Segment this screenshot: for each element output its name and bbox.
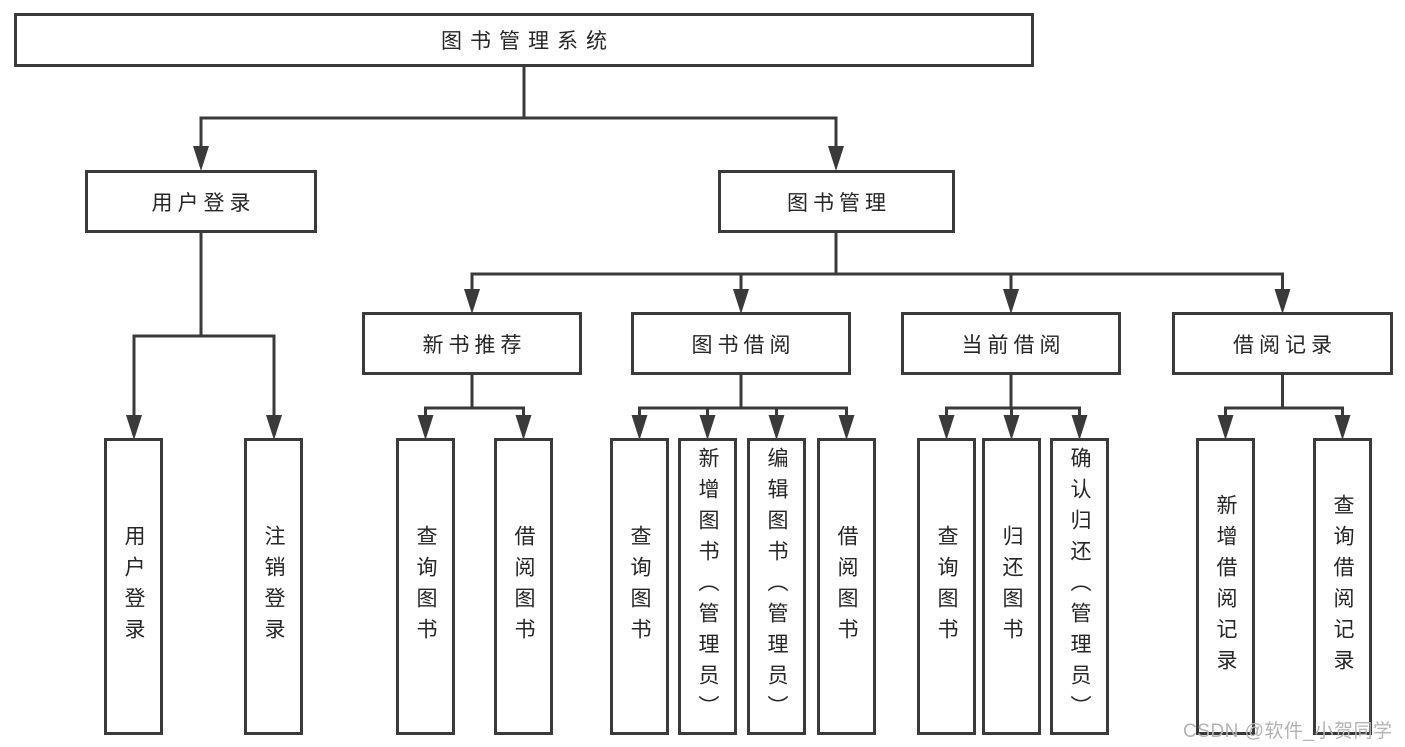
leaf-add-book-admin: 新增图书（管理员） (678, 438, 737, 735)
leaf-confirm-return-admin: 确认归还（管理员） (1050, 438, 1109, 735)
node-new-book-recommend-label: 新书推荐 (422, 333, 527, 357)
node-new-book-recommend: 新书推荐 (362, 312, 582, 375)
node-book-management-label: 图书管理 (787, 191, 891, 215)
leaf-return-books: 归还图书 (982, 438, 1041, 735)
leaf-add-borrow-record-label: 新增借阅记录 (1214, 493, 1237, 680)
leaf-borrow-books-label: 借阅图书 (835, 524, 858, 649)
node-current-borrow-label: 当前借阅 (961, 333, 1066, 357)
leaf-query-books-current-label: 查询图书 (935, 524, 958, 649)
leaf-query-borrow-record: 查询借阅记录 (1313, 438, 1372, 735)
leaf-query-books-recommend: 查询图书 (396, 438, 455, 735)
leaf-edit-book-admin-label: 编辑图书（管理员） (765, 447, 788, 726)
leaf-confirm-return-admin-label: 确认归还（管理员） (1068, 447, 1091, 726)
node-book-borrow-label: 图书借阅 (691, 333, 796, 357)
node-user-login: 用户登录 (85, 170, 317, 233)
leaf-query-borrow-record-label: 查询借阅记录 (1331, 493, 1354, 680)
node-current-borrow: 当前借阅 (901, 312, 1121, 375)
leaf-logout: 注销登录 (244, 438, 303, 735)
leaf-query-books-borrow: 查询图书 (610, 438, 669, 735)
leaf-add-book-admin-label: 新增图书（管理员） (696, 447, 719, 726)
leaf-query-books-current: 查询图书 (917, 438, 976, 735)
leaf-borrow-books: 借阅图书 (817, 438, 876, 735)
leaf-return-books-label: 归还图书 (1000, 524, 1023, 649)
leaf-add-borrow-record: 新增借阅记录 (1196, 438, 1255, 735)
leaf-borrow-books-recommend-label: 借阅图书 (512, 524, 535, 649)
node-book-borrow: 图书借阅 (631, 312, 851, 375)
leaf-user-login-label: 用户登录 (122, 524, 145, 649)
leaf-user-login: 用户登录 (104, 438, 163, 735)
watermark: CSDN @软件_小贺同学 (1183, 721, 1393, 742)
node-root-label: 图书管理系统 (441, 30, 615, 53)
node-borrow-records-label: 借阅记录 (1233, 333, 1337, 357)
node-user-login-label: 用户登录 (151, 191, 256, 215)
leaf-edit-book-admin: 编辑图书（管理员） (747, 438, 806, 735)
leaf-logout-label: 注销登录 (262, 524, 285, 649)
node-book-management: 图书管理 (718, 170, 955, 233)
node-root: 图书管理系统 (14, 13, 1034, 67)
node-borrow-records: 借阅记录 (1172, 312, 1393, 375)
leaf-borrow-books-recommend: 借阅图书 (494, 438, 553, 735)
leaf-query-books-recommend-label: 查询图书 (414, 524, 437, 649)
leaf-query-books-borrow-label: 查询图书 (628, 524, 651, 649)
